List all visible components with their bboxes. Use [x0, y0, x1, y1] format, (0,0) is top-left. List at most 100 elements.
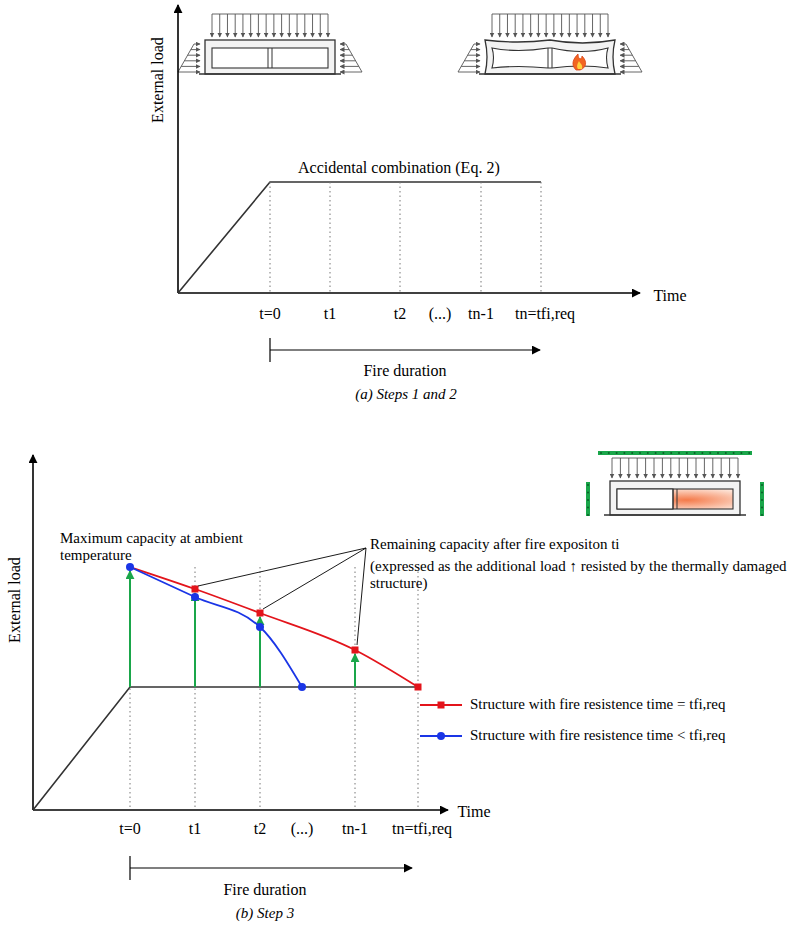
restraint-dot	[639, 452, 641, 454]
restraint-dot	[740, 452, 742, 454]
time-gridline	[355, 567, 356, 810]
fire-duration-arrow	[270, 349, 540, 350]
frame-outline	[205, 40, 335, 74]
red-marker	[192, 586, 199, 593]
restraint-dot	[761, 484, 763, 486]
fire-core	[577, 61, 582, 69]
time-gridline	[130, 567, 131, 810]
base-slab	[199, 73, 341, 74]
load-arrow	[304, 14, 305, 37]
restraint-bar	[760, 482, 764, 516]
y-axis	[177, 5, 179, 293]
soil-pressure-arrow	[191, 49, 200, 50]
time-gridline	[330, 182, 331, 293]
leader-line	[357, 548, 366, 645]
tick-label: t=0	[259, 305, 280, 323]
soil-pressure-line	[458, 44, 474, 72]
red-marker	[415, 684, 422, 691]
tick-label: (...)	[429, 305, 452, 323]
soil-pressure-line	[626, 44, 642, 72]
load-arrow	[522, 14, 523, 37]
tick-label: t=0	[119, 820, 140, 838]
restraint-bar	[598, 451, 752, 455]
restraint-dot	[608, 452, 610, 454]
frame-inner	[212, 48, 328, 68]
load-arrow	[712, 458, 713, 478]
load-arrow	[538, 14, 539, 37]
frame-outline	[610, 481, 740, 515]
load-arrow	[679, 458, 680, 478]
restraint-dot	[587, 492, 589, 494]
load-arrow	[738, 458, 739, 478]
soil-pressure-arrow	[340, 60, 356, 61]
load-arrow	[258, 14, 259, 37]
leader-line	[263, 548, 366, 609]
base-slab	[479, 73, 621, 74]
soil-pressure-arrow	[471, 49, 480, 50]
soil-pressure-arrow	[468, 55, 480, 56]
tick-label: tn-1	[468, 305, 494, 323]
restraint-dot	[733, 452, 735, 454]
blue-marker	[256, 623, 264, 631]
tick-label: t1	[189, 820, 201, 838]
frame-outline	[485, 40, 615, 74]
load-arrow	[637, 458, 638, 478]
x-axis	[178, 292, 640, 294]
load-arrow	[584, 14, 585, 37]
soil-pressure-arrow	[464, 60, 480, 61]
time-gridline	[541, 182, 542, 293]
restraint-dot	[662, 452, 664, 454]
restraint-dot	[587, 507, 589, 509]
soil-pressure-line	[178, 44, 194, 72]
load-arrow	[729, 458, 730, 478]
soil-pressure-arrow	[340, 72, 362, 73]
restraint-dot	[616, 452, 618, 454]
load-arrow	[670, 458, 671, 478]
load-arrow	[628, 458, 629, 478]
load-arrow	[546, 14, 547, 37]
load-arrow	[312, 14, 313, 37]
restraint-dot	[761, 492, 763, 494]
red-marker	[352, 647, 359, 654]
restraint-dot	[701, 452, 703, 454]
bracket-label: Fire duration	[223, 881, 306, 899]
capacity-arrow	[194, 593, 196, 687]
load-arrow	[266, 14, 267, 37]
base-slab	[604, 514, 746, 515]
blue-marker	[191, 593, 199, 601]
load-arrow	[600, 14, 601, 37]
soil-pressure-arrow	[181, 66, 200, 67]
time-gridline	[260, 567, 261, 810]
restraint-dot	[761, 499, 763, 501]
restraint-dot	[717, 452, 719, 454]
load-arrow	[569, 14, 570, 37]
load-arrow	[687, 458, 688, 478]
soil-pressure-arrow	[461, 66, 480, 67]
legend-marker	[438, 702, 445, 709]
load-arrow	[612, 458, 613, 478]
load-arrow	[704, 458, 705, 478]
soil-pressure-arrow	[188, 55, 200, 56]
load-arrow	[530, 14, 531, 37]
legend-marker	[437, 732, 445, 740]
load-arrow	[212, 14, 213, 37]
soil-pressure-arrow	[178, 72, 200, 73]
axis-title: External load	[149, 37, 167, 123]
tick-label: tn=tfi,req	[392, 820, 452, 838]
load-arrow	[297, 14, 298, 37]
time-gridline	[195, 567, 196, 810]
axis-title: External load	[6, 557, 24, 643]
load-arrow	[507, 14, 508, 37]
annotation: Maximum capacity at ambient temperature	[60, 530, 265, 565]
load-arrow	[219, 14, 220, 37]
restraint-dot	[694, 452, 696, 454]
time-gridline	[270, 182, 271, 293]
restraint-dot	[600, 452, 602, 454]
red-marker	[257, 610, 264, 617]
restraint-dot	[587, 499, 589, 501]
capacity-arrow	[129, 571, 131, 687]
subfigure-caption: (b) Step 3	[236, 905, 294, 922]
load-arrow	[281, 14, 282, 37]
